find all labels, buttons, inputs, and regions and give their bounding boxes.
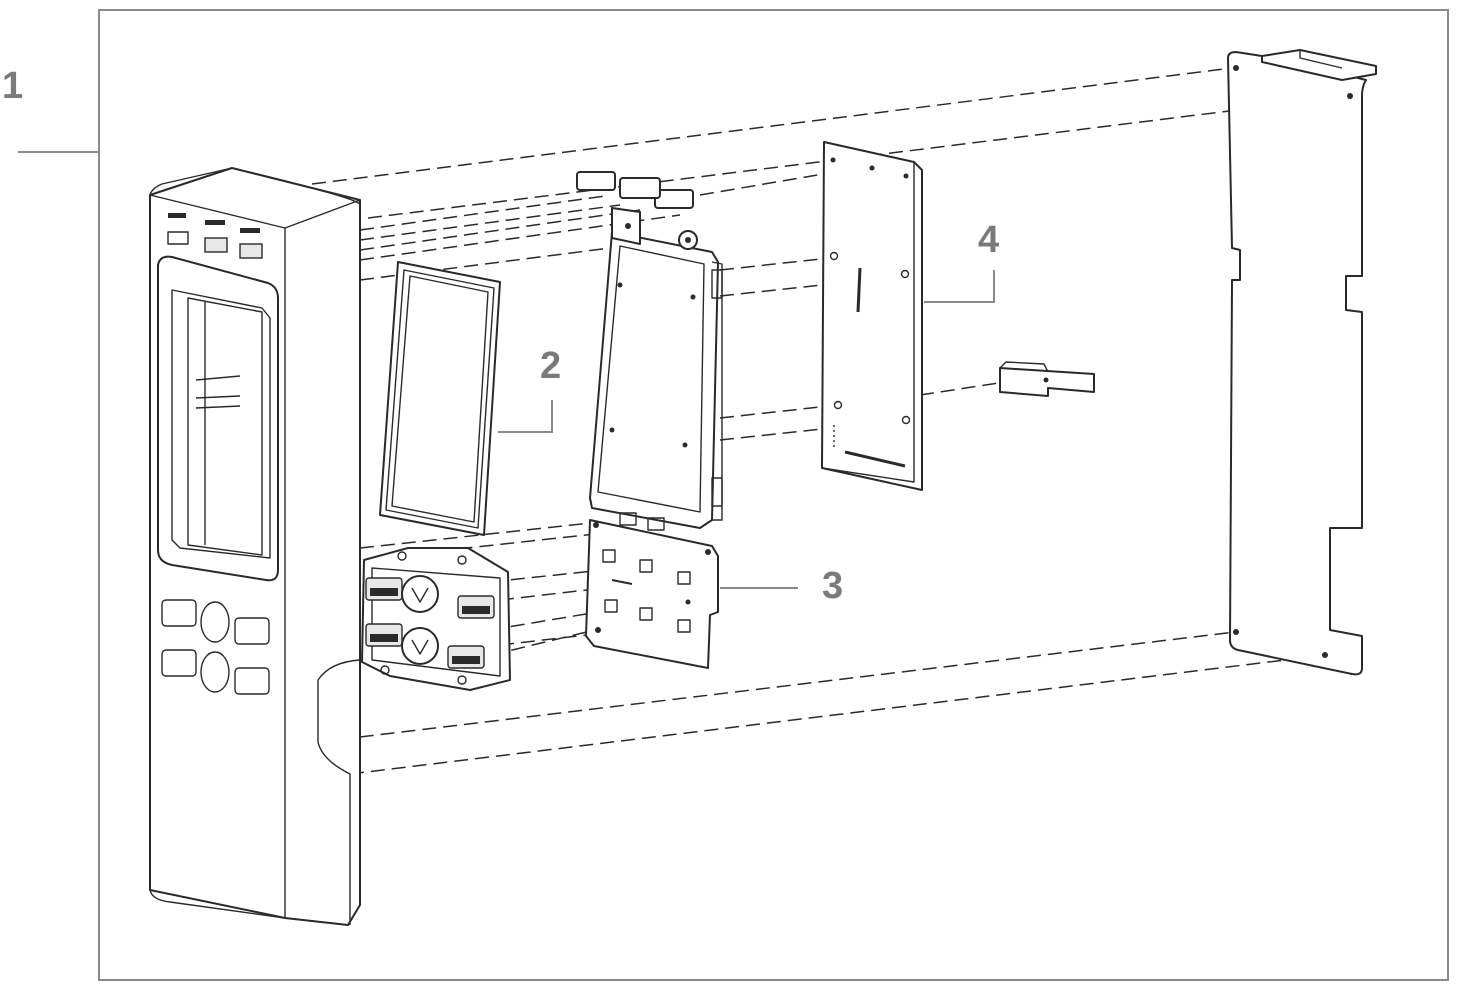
callout-4: 4 <box>978 219 999 261</box>
leader-line-2 <box>498 400 553 433</box>
key-opening-1 <box>161 599 197 627</box>
display-window <box>157 255 279 582</box>
callout-2: 2 <box>540 345 561 387</box>
led-window-2 <box>204 237 228 253</box>
clip-bracket <box>999 361 1095 397</box>
knob-opening-1 <box>200 601 230 643</box>
key-opening-2 <box>161 649 197 677</box>
assembly-frame <box>98 9 1449 981</box>
callout-1: 1 <box>2 65 23 107</box>
front-housing <box>149 167 361 926</box>
knob-opening-2 <box>200 651 230 693</box>
main-board <box>821 141 923 491</box>
callout-3: 3 <box>822 565 843 607</box>
led-window-3 <box>239 243 263 259</box>
key-opening-4 <box>234 667 270 695</box>
lcd-screen <box>379 261 501 536</box>
key-opening-3 <box>234 617 270 645</box>
keypad-buttons <box>361 547 511 691</box>
leader-line-4 <box>924 270 995 303</box>
rear-mounting-plate <box>1227 49 1377 676</box>
led-window-1 <box>167 231 189 245</box>
keypad-board <box>585 519 719 669</box>
lcd-holder <box>576 171 723 531</box>
